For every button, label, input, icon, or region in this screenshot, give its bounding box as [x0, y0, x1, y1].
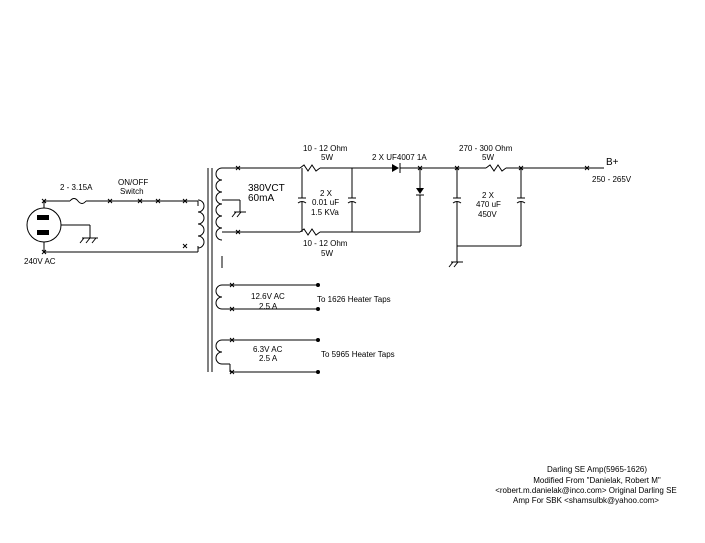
heater1-destination: To 1626 Heater Taps	[317, 295, 391, 304]
hv-winding-voltage: 380VCT	[248, 183, 285, 194]
fuse-symbol	[69, 198, 87, 204]
primary-line	[43, 198, 199, 253]
fuse-rating-label: 2 - 3.15A	[60, 183, 93, 192]
caps-big-value: 470 uF	[476, 200, 501, 209]
transformer-symbol	[197, 167, 223, 372]
bplus-label: B+	[606, 157, 619, 168]
heater2-current: 2.5 A	[259, 354, 278, 363]
caps-big-rating: 450V	[478, 210, 497, 219]
caps-small-rating: 1.5 KVa	[311, 208, 339, 217]
caps-small-value: 0.01 uF	[312, 198, 339, 207]
credits-block: Darling SE Amp(5965-1626) Modified From …	[495, 465, 677, 505]
switch-label-line1: ON/OFF	[118, 178, 148, 187]
mains-socket-symbol	[26, 201, 98, 249]
switch-label-line2: Switch	[120, 187, 144, 196]
heater1-current: 2.5 A	[259, 302, 278, 311]
series-resistors	[299, 164, 392, 236]
resistor-bottom-value: 10 - 12 Ohm	[303, 239, 348, 248]
rectifier-diodes	[352, 163, 486, 233]
connection-markers	[41, 165, 590, 375]
resistor-top-value: 10 - 12 Ohm	[303, 144, 348, 153]
heater-windings	[221, 256, 318, 373]
heater1-voltage: 12.6V AC	[251, 292, 285, 301]
hv-secondary-wiring	[222, 167, 300, 233]
bplus-voltage: 250 - 265V	[592, 175, 632, 184]
resistor-top-power: 5W	[321, 153, 333, 162]
resistor-b-value: 270 - 300 Ohm	[459, 144, 513, 153]
resistor-bottom-power: 5W	[321, 249, 333, 258]
credits-original: <robert.m.danielak@inco.com> Original Da…	[495, 486, 677, 495]
caps-small-qty: 2 X	[320, 189, 333, 198]
mains-voltage-label: 240V AC	[24, 257, 56, 266]
credits-modified: Modified From "Danielak, Robert M"	[533, 476, 661, 485]
caps-big-qty: 2 X	[482, 191, 495, 200]
heater2-destination: To 5965 Heater Taps	[321, 350, 395, 359]
snubber-capacitors	[297, 168, 357, 232]
diodes-label: 2 X UF4007 1A	[372, 153, 427, 162]
heater2-voltage: 6.3V AC	[253, 345, 283, 354]
credits-title: Darling SE Amp(5965-1626)	[547, 465, 647, 474]
resistor-b-power: 5W	[482, 153, 494, 162]
hv-winding-current: 60mA	[248, 193, 274, 204]
credits-for: Amp For SBK <shamsulbk@yahoo.com>	[513, 496, 659, 505]
heater-output-dots	[316, 283, 320, 374]
filter-section	[448, 164, 604, 268]
